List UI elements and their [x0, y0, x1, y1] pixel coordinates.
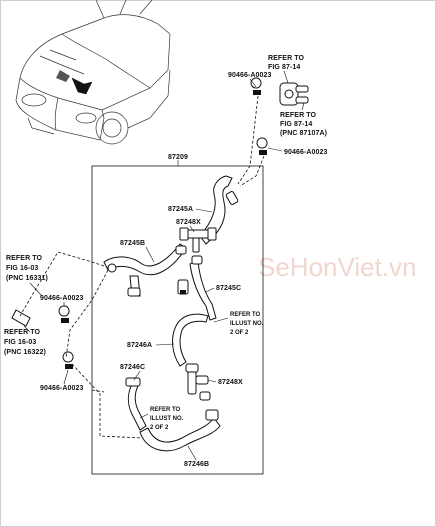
label-clamp-top: 90466-A0023 [228, 72, 272, 79]
hose-clamp-icon [58, 305, 70, 323]
svg-text:ILLUST NO.: ILLUST NO. [230, 321, 264, 327]
group-87209-frame [91, 165, 264, 475]
hose-clamp-icon [256, 137, 268, 155]
hose-joint-icon [179, 227, 217, 253]
ref-fig-16-03-a: REFER TO FIG 16-03 (PNC 16331) [6, 255, 48, 282]
label-clamp-right: 90466-A0023 [284, 149, 328, 156]
svg-text:REFER TO: REFER TO [4, 329, 41, 336]
svg-text:(PNC 87107A): (PNC 87107A) [280, 130, 327, 137]
hose-87246a [172, 313, 209, 367]
hose-87246c [125, 377, 147, 431]
heater-valve-icon [279, 82, 309, 106]
vehicle-illustration [15, 0, 171, 145]
hose-87245c [189, 255, 217, 321]
label-clamp-bottom-left: 90466-A0023 [40, 385, 84, 392]
svg-text:2 OF 2: 2 OF 2 [150, 425, 169, 431]
svg-text:REFER TO: REFER TO [280, 112, 317, 119]
svg-text:FIG 87-14: FIG 87-14 [280, 121, 312, 128]
hose-clamp-icon [175, 245, 189, 295]
label-87248x-upper: 87248X [176, 219, 201, 226]
hose-joint-icon [185, 363, 211, 401]
svg-text:REFER TO: REFER TO [6, 255, 43, 262]
label-87209: 87209 [168, 154, 188, 161]
label-87245c: 87245C [216, 285, 241, 292]
ref-illust-left: REFER TO ILLUST NO. 2 OF 2 [150, 407, 184, 431]
hose-87245a [199, 175, 239, 245]
hose-87246b [139, 409, 221, 452]
svg-text:FIG 16-03: FIG 16-03 [4, 339, 36, 346]
label-87248x-lower: 87248X [218, 379, 243, 386]
svg-text:2 OF 2: 2 OF 2 [230, 330, 249, 336]
ref-fig-87-14-pnc: REFER TO FIG 87-14 (PNC 87107A) [280, 112, 327, 137]
label-87245a: 87245A [168, 206, 193, 213]
ref-illust-right: REFER TO ILLUST NO. 2 OF 2 [230, 312, 264, 336]
svg-text:REFER TO: REFER TO [230, 312, 261, 318]
label-87246a: 87246A [127, 342, 152, 349]
ref-fig-16-03-b: REFER TO FIG 16-03 (PNC 16322) [4, 329, 46, 356]
ref-fig-87-14-top: REFER TO FIG 87-14 [268, 55, 305, 71]
label-clamp-left: 90466-A0023 [40, 295, 84, 302]
label-87246b: 87246B [184, 461, 209, 468]
hose-clamp-icon [62, 351, 74, 369]
svg-text:(PNC 16322): (PNC 16322) [4, 349, 46, 356]
svg-text:FIG 16-03: FIG 16-03 [6, 265, 38, 272]
watermark: SeHonViet.vn [258, 252, 417, 282]
svg-text:(PNC 16331): (PNC 16331) [6, 275, 48, 282]
svg-text:ILLUST NO.: ILLUST NO. [150, 416, 184, 422]
svg-text:REFER TO: REFER TO [150, 407, 181, 413]
hose-clamp-icon [250, 77, 262, 95]
hose-87245b [103, 243, 187, 297]
svg-text:FIG 87-14: FIG 87-14 [268, 64, 300, 71]
label-87245b: 87245B [120, 240, 145, 247]
label-87246c: 87246C [120, 364, 145, 371]
svg-text:REFER TO: REFER TO [268, 55, 305, 62]
